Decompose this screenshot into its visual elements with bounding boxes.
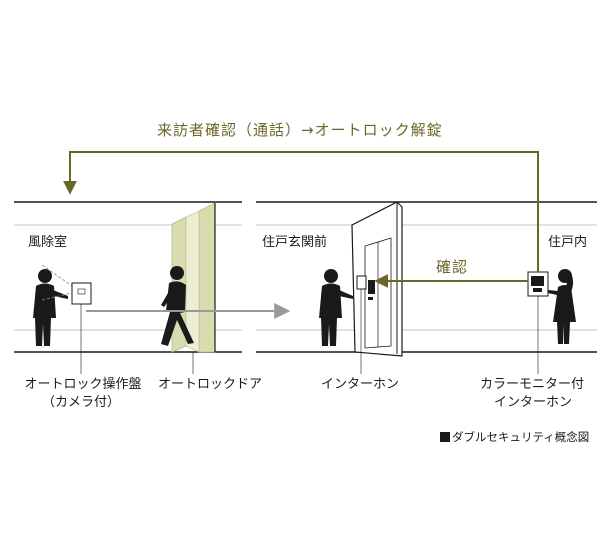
autolock-panel <box>41 264 92 374</box>
intercom-unit <box>356 275 367 374</box>
room-label-vestibule: 風除室 <box>28 235 68 250</box>
color-monitor <box>527 271 549 374</box>
caption-panel-line2: （カメラ付） <box>41 395 121 410</box>
left-section <box>14 201 242 374</box>
room-label-inside: 住戸内 <box>548 235 588 250</box>
caption-autolock-door: オートロックドア <box>157 377 263 392</box>
panel-box <box>71 282 92 305</box>
entrance-visitor-figure <box>319 269 353 346</box>
confirm-label: 確認 <box>436 258 469 276</box>
legend-square-icon <box>440 432 450 442</box>
camera-view-line-2 <box>41 292 73 301</box>
camera-view-line-1 <box>41 264 73 287</box>
walking-figure <box>161 266 194 346</box>
flow-title-label: 来訪者確認（通話）→オートロック解錠 <box>155 119 445 140</box>
legend: ダブルセキュリティ概念図 <box>440 429 589 445</box>
panel-screen <box>77 288 86 295</box>
right-section <box>256 201 597 374</box>
legend-text: ダブルセキュリティ概念図 <box>452 430 590 444</box>
visitor-figure <box>33 269 68 346</box>
confirm-loop-line <box>63 151 539 272</box>
caption-monitor-line2: インターホン <box>493 395 573 410</box>
room-label-entrance-front: 住戸玄関前 <box>262 235 328 250</box>
caption-intercom: インターホン <box>320 377 400 392</box>
resident-figure <box>548 269 576 344</box>
caption-monitor-line1: カラーモニター付 <box>479 377 585 392</box>
caption-panel-line1: オートロック操作盤 <box>24 377 142 392</box>
